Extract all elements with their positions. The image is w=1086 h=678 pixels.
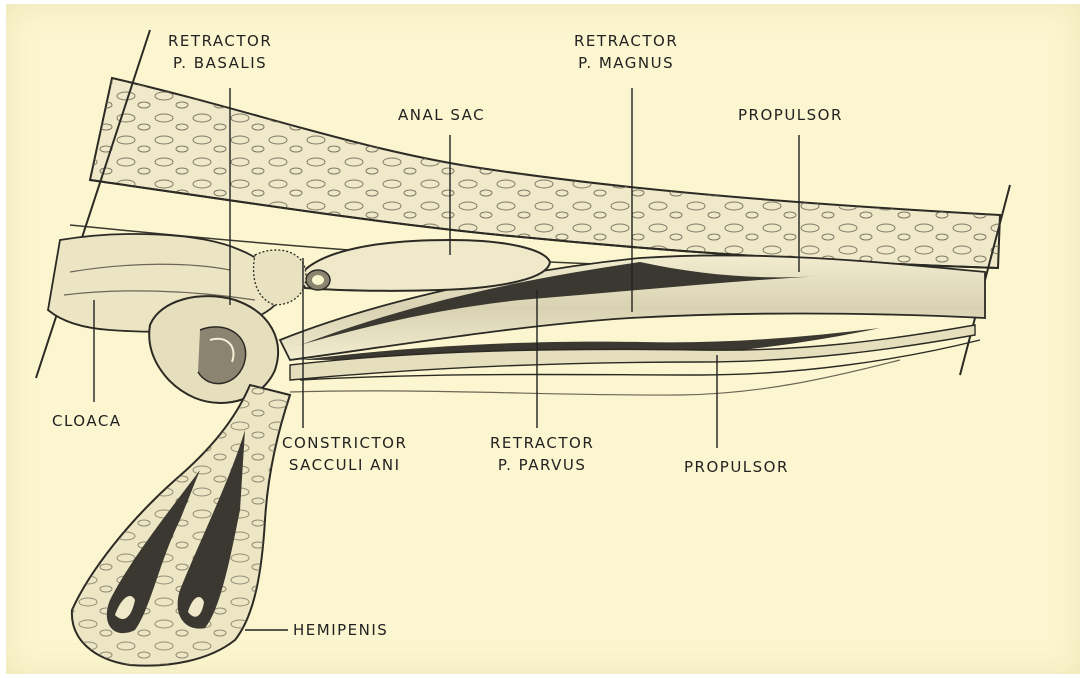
label-constrictor-sacculi-ani: CONSTRICTOR SACCULI ANI — [282, 432, 407, 476]
label-propulsor-top-text: PROPULSOR — [738, 104, 843, 126]
label-retractor-parvus-line1: RETRACTOR — [490, 432, 594, 454]
label-cloaca-text: CLOACA — [52, 410, 122, 432]
label-hemipenis-text: HEMIPENIS — [293, 619, 388, 641]
label-constrictor-line1: CONSTRICTOR — [282, 432, 407, 454]
label-propulsor-top: PROPULSOR — [738, 104, 843, 126]
label-retractor-basalis-line2: P. BASALIS — [168, 52, 272, 74]
label-constrictor-line2: SACCULI ANI — [282, 454, 407, 476]
label-propulsor-bottom-text: PROPULSOR — [684, 456, 789, 478]
label-propulsor-bottom: PROPULSOR — [684, 456, 789, 478]
label-cloaca: CLOACA — [52, 410, 122, 432]
label-hemipenis: HEMIPENIS — [293, 619, 388, 641]
label-anal-sac: ANAL SAC — [398, 104, 485, 126]
label-retractor-basalis: RETRACTOR P. BASALIS — [168, 30, 272, 74]
anal-sac — [300, 240, 550, 291]
label-anal-sac-text: ANAL SAC — [398, 104, 485, 126]
label-retractor-parvus: RETRACTOR P. PARVUS — [490, 432, 594, 476]
label-retractor-magnus: RETRACTOR P. MAGNUS — [574, 30, 678, 74]
label-retractor-magnus-line1: RETRACTOR — [574, 30, 678, 52]
label-retractor-magnus-line2: P. MAGNUS — [574, 52, 678, 74]
label-retractor-basalis-line1: RETRACTOR — [168, 30, 272, 52]
label-retractor-parvus-line2: P. PARVUS — [490, 454, 594, 476]
